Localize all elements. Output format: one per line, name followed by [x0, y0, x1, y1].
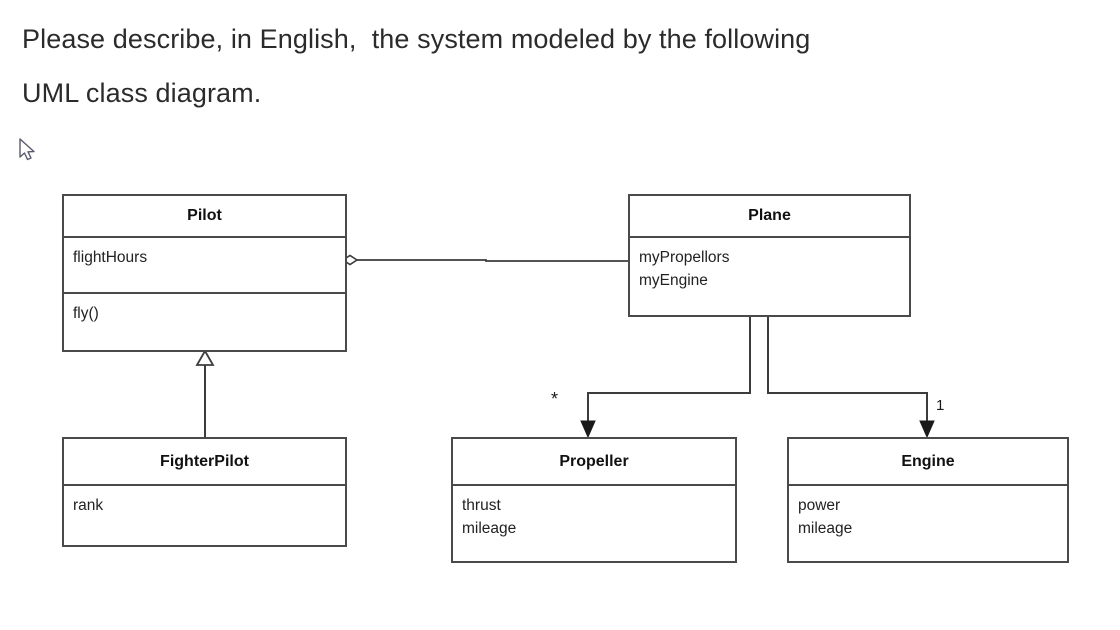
uml-attribute: mileage	[798, 520, 853, 537]
uml-attributes-pilot: flightHours	[64, 238, 345, 292]
multiplicity-label-propeller: *	[551, 389, 559, 409]
uml-attribute: myPropellors	[639, 249, 730, 266]
uml-attribute: mileage	[462, 520, 517, 537]
uml-attribute: myEngine	[639, 272, 708, 289]
filled-arrow-icon	[580, 420, 596, 439]
uml-class-name-plane: Plane	[630, 196, 909, 238]
uml-class-name-pilot: Pilot	[64, 196, 345, 238]
uml-attributes-propeller: thrust mileage	[453, 486, 735, 561]
edge-plane-engine	[767, 317, 935, 439]
uml-attribute: rank	[73, 497, 104, 514]
prompt-line-1: Please describe, in English, the system …	[22, 24, 811, 54]
uml-class-fighterpilot[interactable]: FighterPilot rank	[62, 437, 347, 547]
question-prompt: Please describe, in English, the system …	[22, 12, 1082, 120]
prompt-line-2: UML class diagram.	[22, 78, 262, 108]
uml-class-plane[interactable]: Plane myPropellors myEngine	[628, 194, 911, 317]
uml-attribute: power	[798, 497, 841, 514]
edge-fighterpilot-pilot	[195, 349, 215, 437]
uml-class-name-propeller: Propeller	[453, 439, 735, 486]
filled-arrow-icon	[919, 420, 935, 439]
multiplicity-label-engine: 1	[936, 397, 945, 414]
uml-operation: fly()	[73, 305, 99, 322]
uml-attributes-plane: myPropellors myEngine	[630, 238, 909, 315]
uml-class-pilot[interactable]: Pilot flightHours fly()	[62, 194, 347, 352]
edge-pilot-plane	[341, 254, 628, 266]
uml-attribute: flightHours	[73, 249, 148, 266]
uml-attributes-fighterpilot: rank	[64, 486, 345, 545]
uml-class-name-fighterpilot: FighterPilot	[64, 439, 345, 486]
uml-attributes-engine: power mileage	[789, 486, 1067, 561]
uml-attribute: thrust	[462, 497, 501, 514]
uml-operations-pilot: fly()	[64, 292, 345, 350]
uml-class-name-engine: Engine	[789, 439, 1067, 486]
uml-class-propeller[interactable]: Propeller thrust mileage	[451, 437, 737, 563]
edge-plane-propeller	[580, 317, 751, 439]
hollow-triangle-icon	[195, 349, 215, 366]
uml-class-engine[interactable]: Engine power mileage	[787, 437, 1069, 563]
